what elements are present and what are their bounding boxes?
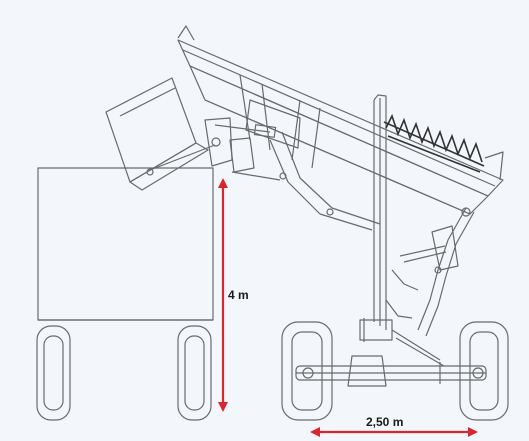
- main-boom: [177, 25, 504, 215]
- vertical-mast: [359, 94, 393, 342]
- hinge-linkage: [146, 117, 281, 181]
- tractor-wheels: [281, 321, 509, 421]
- central-arms: [269, 131, 381, 231]
- trailer-wheels: [36, 325, 212, 421]
- trailer-box: [37, 167, 214, 321]
- height-dimension-label: 4 m: [228, 288, 249, 302]
- width-dimension-label: 2,50 m: [366, 415, 404, 429]
- hydraulic-linkage: [385, 207, 475, 367]
- axle: [295, 355, 487, 387]
- coil-spring: [383, 113, 485, 173]
- hopper-bucket: [105, 77, 209, 191]
